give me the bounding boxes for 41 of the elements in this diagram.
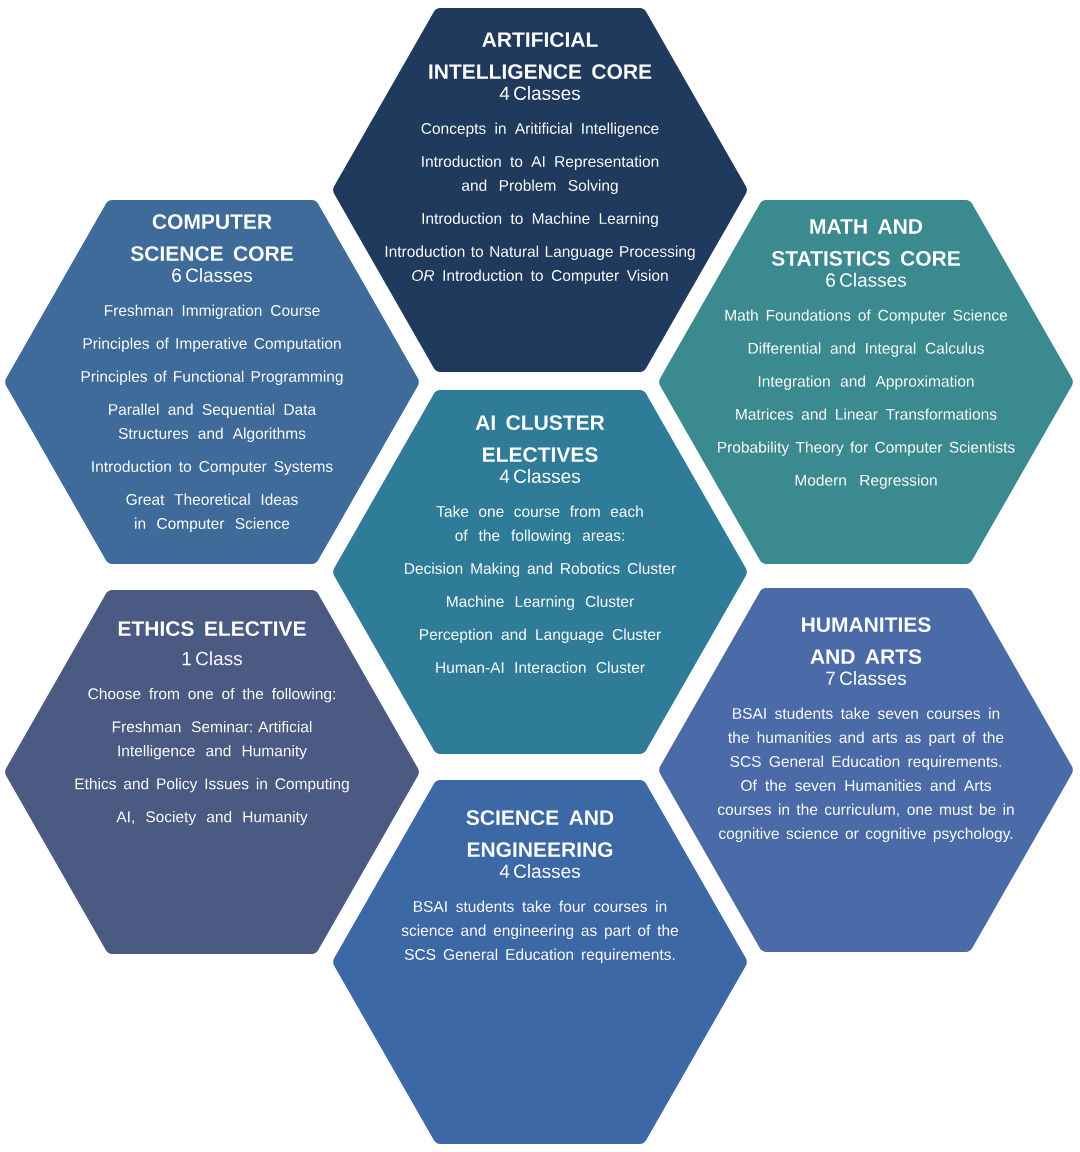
course-item: Introduction to AI Representation and Problem Solving (422, 155, 659, 195)
course-item: BSAI students take seven courses in the humanities and arts as part of the SCS General Education requirements. Of the seven Humanities and Arts courses in the curriculum, one must be in cognitive science or cognitive psychology. (717, 707, 1014, 843)
course-item: Differential and Integral Calculus (748, 342, 984, 357)
panel-title: ARTIFICIAL INTELLIGENCE CORE (429, 32, 652, 80)
course-item: Introduction to Natural Language Processing OR Introduction to Computer Vision (385, 245, 695, 285)
course-item: Choose from one of the following: (88, 687, 335, 703)
course-item: Integration and Approximation (758, 375, 974, 390)
course-item: Introduction to Computer Systems (92, 460, 333, 476)
panel-title: HUMANITIES AND ARTS (802, 617, 931, 665)
course-item: Perception and Language Cluster (420, 628, 661, 644)
course-item: Machine Learning Cluster (447, 595, 634, 611)
course-item: Freshman Seminar: Artificial Intelligence and Humanity (112, 720, 312, 760)
class-count: 6 Classes (826, 272, 907, 287)
course-item: Matrices and Linear Transformations (736, 408, 997, 420)
class-count: 6 Classes (172, 268, 253, 282)
course-item: Decision Making and Robotics Cluster (405, 562, 676, 578)
course-item: Take one course from each of the following areas: (436, 505, 643, 545)
panel-title: ETHICS ELECTIVE (118, 621, 306, 637)
course-item: Great Theoretical Ideas in Computer Science (126, 493, 298, 533)
course-item: AI, Society and Humanity (116, 810, 308, 826)
class-count: 1 Class (182, 651, 242, 666)
course-item: Math Foundations of Computer Science (725, 309, 1008, 324)
course-item: Introduction to Machine Learning (422, 212, 658, 228)
course-item: BSAI students take four courses in science and engineering as part of the SCS General Education requirements. (401, 900, 679, 964)
course-item: Principles of Imperative Computation (83, 337, 341, 353)
course-item: Freshman Immigration Course (104, 304, 320, 320)
course-item: Modern Regression (795, 474, 937, 489)
panel-title: MATH AND STATISTICS CORE (771, 219, 960, 266)
course-item: Parallel and Sequential Data Structures and Algorithms (109, 403, 317, 443)
course-item: Concepts in Aritificial Intelligence (421, 122, 659, 138)
panel-title: SCIENCE AND ENGINEERING (466, 810, 614, 858)
panel-title: COMPUTER SCIENCE CORE (130, 214, 293, 262)
course-item: Principles of Functional Programming (81, 370, 343, 386)
course-item: Ethics and Policy Issues in Computing (75, 777, 349, 793)
panel-title: AI CLUSTER ELECTIVES (475, 415, 605, 463)
class-count: 7 Classes (826, 671, 907, 685)
class-count: 4 Classes (499, 864, 581, 878)
course-item: Human-AI Interaction Cluster (436, 661, 645, 673)
course-item: Probability Theory for Computer Scientists (718, 441, 1015, 456)
class-count: 4 Classes (499, 469, 581, 483)
class-count: 4 Classes (499, 86, 581, 100)
